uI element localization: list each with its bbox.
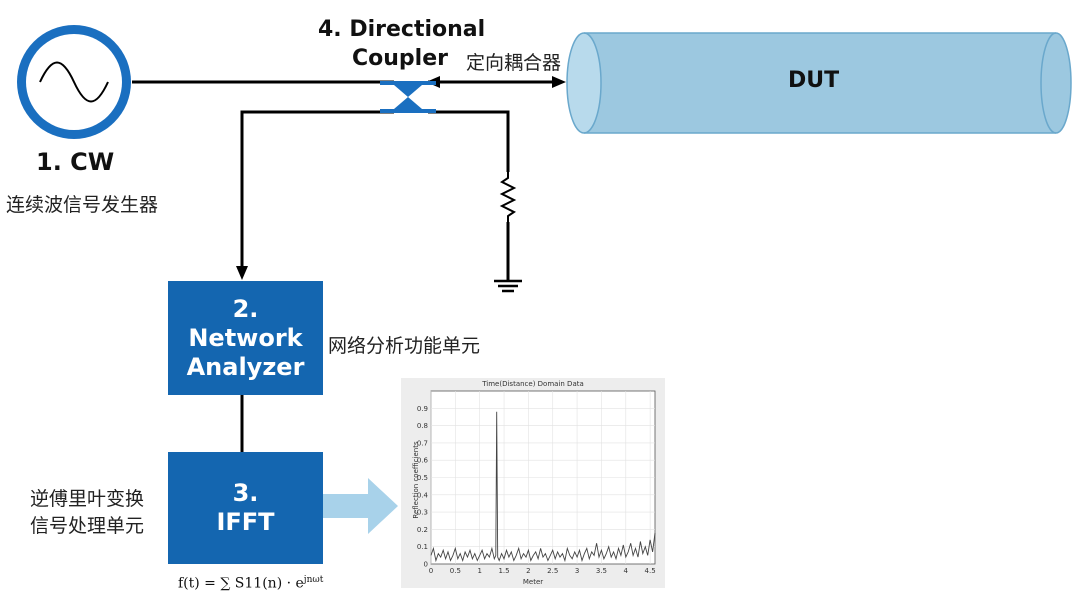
chart-y-tick-label: 0.8 [417,422,428,430]
network-analyzer-box: 2. Network Analyzer [168,281,323,395]
ifft-formula: f(t) = ∑ S11(n) · ejnωt [178,575,323,592]
chart-y-tick-label: 0.4 [417,491,429,499]
network-analyzer-number: 2. [232,294,259,323]
chart-x-tick-label: 2 [526,567,530,575]
arrowhead-right [552,76,566,88]
chart-x-tick-label: 2.5 [547,567,558,575]
chart-x-tick-label: 1.5 [498,567,509,575]
formula-exponent: jnωt [303,575,324,585]
cw-description: 连续波信号发生器 [6,194,159,216]
chart-y-tick-label: 0.3 [417,509,428,517]
chart-y-tick-label: 0.5 [417,474,428,482]
cw-label: 1. CW [36,148,115,176]
coupler-label-line2: Coupler [352,46,448,71]
chart-x-tick-label: 0.5 [450,567,461,575]
network-analyzer-line1: Network [188,323,303,352]
arrowhead-down [236,266,248,280]
chart-title: Time(Distance) Domain Data [482,380,584,388]
chart-y-tick-label: 0.2 [417,526,428,534]
ifft-description-line2: 信号处理单元 [30,515,145,537]
chart-y-tick-label: 0.1 [417,543,428,551]
chart-series-line [430,411,656,563]
network-analyzer-description: 网络分析功能单元 [328,335,481,357]
chart-x-tick-label: 3.5 [596,567,607,575]
resistor-symbol [499,172,517,222]
ifft-number: 3. [232,479,259,507]
coupler-description: 定向耦合器 [466,52,562,74]
wire-coupler-to-analyzer [240,110,394,272]
chart-y-tick-label: 0 [424,561,428,569]
chart-x-axis-label: Meter [522,578,544,586]
chart-x-tick-label: 4.5 [645,567,656,575]
ifft-description-line1: 逆傅里叶变换 [30,488,145,510]
sine-wave-icon [39,61,109,103]
chart-x-tick-label: 1 [477,567,481,575]
directional-coupler-icon [380,81,436,113]
flow-arrow [322,478,398,534]
formula-text: f(t) = ∑ S11(n) · e [178,575,304,592]
ifft-box: 3. IFFT [168,452,323,564]
chart-y-tick-label: 0.6 [417,457,429,465]
chart-x-tick-label: 3 [575,567,579,575]
chart-y-tick-label: 0.9 [417,405,428,413]
wire-coupler-to-resistor [428,110,510,172]
network-analyzer-line2: Analyzer [186,352,305,381]
dut-cylinder [566,32,1072,134]
chart-y-tick-label: 0.7 [417,439,428,447]
coupler-label-line1: 4. Directional [318,17,486,42]
chart-x-tick-label: 0 [429,567,433,575]
dut-label: DUT [788,68,840,93]
chart-x-tick-label: 4 [624,567,629,575]
ifft-label: IFFT [216,508,275,536]
